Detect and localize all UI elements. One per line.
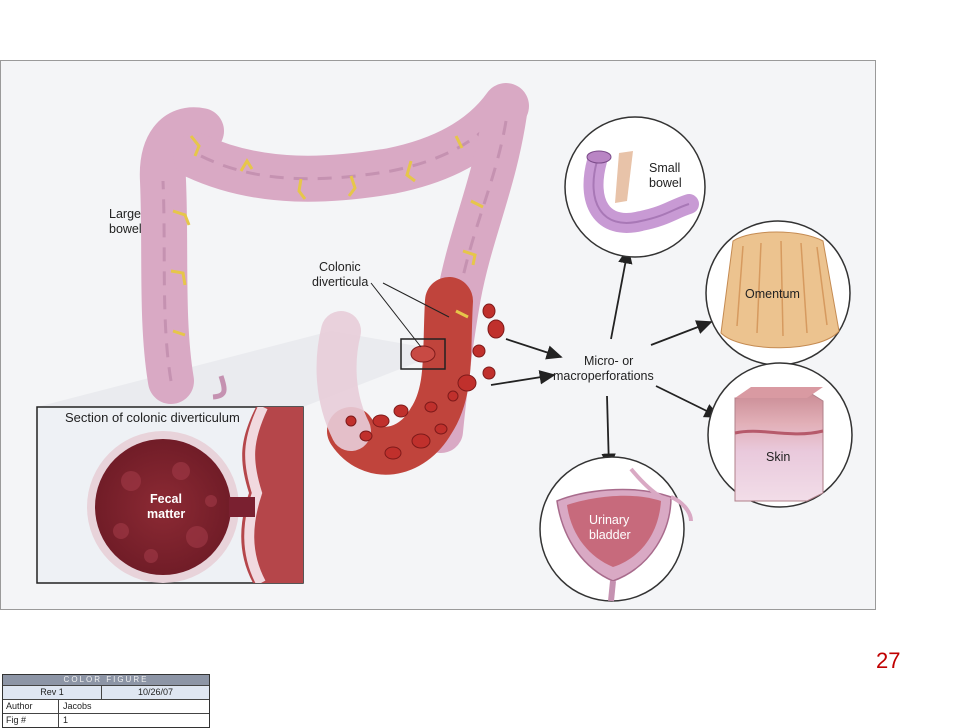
omentum-circle: Omentum	[705, 220, 851, 366]
slide-number: 27	[876, 648, 901, 673]
label-bladder-1: Urinary	[589, 513, 630, 527]
label-large-bowel-1: Large	[109, 207, 141, 221]
label-large-bowel-2: bowel	[109, 222, 142, 236]
color-figure-stamp: COLOR FIGURE Rev 1 10/26/07 Author Jacob…	[2, 674, 210, 728]
skin-circle: Skin	[707, 362, 853, 508]
mesenteric-vessels	[170, 135, 484, 337]
inset-title: Section of colonic diverticulum	[65, 410, 240, 425]
label-colonic-diverticula-1: Colonic	[319, 260, 361, 274]
label-perforations-1: Micro- or	[584, 354, 633, 368]
label-small-bowel-2: bowel	[649, 176, 682, 190]
fig-label: Fig #	[3, 714, 59, 727]
label-fecal-1: Fecal	[150, 492, 182, 506]
label-small-bowel-1: Small	[649, 161, 680, 175]
color-figure-fig-row: Fig # 1	[3, 713, 209, 727]
label-bladder-2: bladder	[589, 528, 631, 542]
urinary-bladder-circle: Urinary bladder	[539, 456, 693, 602]
label-omentum: Omentum	[745, 287, 800, 301]
diverticulum-section-inset: Section of colonic diverticulum Fecal ma…	[36, 406, 304, 584]
color-figure-header: COLOR FIGURE	[3, 675, 209, 685]
perforation-arrows	[490, 247, 721, 470]
author-label: Author	[3, 700, 59, 713]
label-skin: Skin	[766, 450, 790, 464]
small-bowel-circle: Small bowel	[564, 116, 706, 258]
fig-value: 1	[63, 715, 69, 725]
label-colonic-diverticula-2: diverticula	[312, 275, 368, 289]
magnification-wedge	[37, 331, 446, 407]
author-value: Jacobs	[63, 701, 92, 711]
color-figure-rev-row: Rev 1 10/26/07	[3, 685, 209, 699]
leader-line	[370, 282, 422, 348]
diverticula	[345, 303, 505, 460]
rev-value: Rev 1	[3, 686, 102, 699]
diverticulitis-figure: Large bowel Colonic diverticula Section …	[0, 60, 876, 610]
date-value: 10/26/07	[102, 686, 209, 699]
label-perforations-2: macroperforations	[553, 369, 654, 383]
color-figure-author-row: Author Jacobs	[3, 699, 209, 713]
label-fecal-2: matter	[147, 507, 185, 521]
leader-line	[382, 282, 450, 318]
diverticulum-highlight-box	[400, 338, 446, 370]
large-bowel	[139, 83, 529, 475]
figure-canvas: Large bowel Colonic diverticula Section …	[36, 83, 853, 602]
